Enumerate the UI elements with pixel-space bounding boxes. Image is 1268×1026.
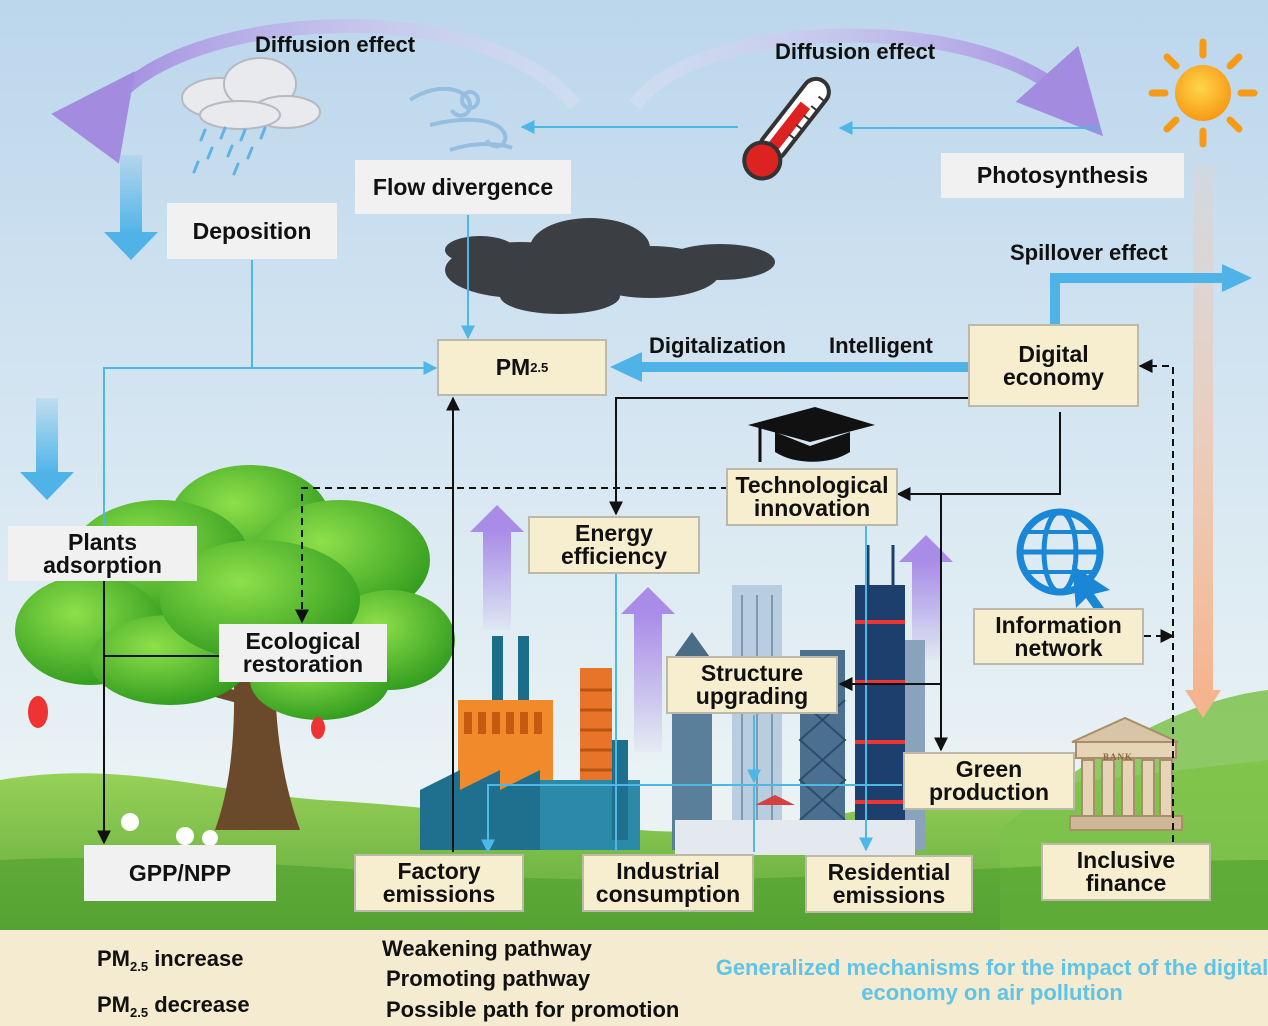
digitalization-label: Digitalization [649, 333, 786, 358]
diffusion-arc-left [51, 19, 581, 164]
legend-decrease-pm: PM [97, 992, 130, 1017]
city-skyline-icon [672, 545, 925, 855]
legend-decrease: PM2.5 decrease [97, 992, 250, 1020]
industrial-consumption-box: Industrial consumption [582, 854, 754, 912]
legend-possible: Possible path for promotion [386, 997, 680, 1022]
rain-cloud-icon [181, 57, 321, 176]
bank-sign: BANK [1103, 752, 1134, 762]
factory-emissions-box: Factory emissions [354, 854, 524, 912]
diffusion-effect-left-label: Diffusion effect [255, 32, 416, 57]
intelligent-label: Intelligent [829, 333, 933, 358]
flow-divergence-box: Flow divergence [355, 160, 571, 214]
pm25-label: PM [495, 354, 531, 380]
legend-promoting: Promoting pathway [386, 966, 591, 991]
technological-innovation-box: Technological innovation [726, 468, 898, 526]
gpp-npp-box: GPP/NPP [84, 845, 276, 901]
spillover-arrow [1050, 264, 1252, 325]
legend-increase: PM2.5 increase [97, 946, 243, 974]
possible-pathways [295, 359, 1175, 842]
graduation-cap-icon [748, 407, 875, 462]
sun-icon [1148, 38, 1258, 148]
digitalization-arrow [610, 352, 970, 382]
residential-emissions-box: Residential emissions [805, 855, 973, 913]
diffusion-effect-right-label: Diffusion effect [775, 39, 936, 64]
structure-upgrading-box: Structure upgrading [666, 656, 838, 714]
legend-panel [0, 930, 1268, 1026]
legend-weakening: Weakening pathway [382, 936, 592, 961]
green-production-box: Green production [903, 752, 1075, 810]
spillover-effect-label: Spillover effect [1010, 240, 1168, 265]
pm-decrease-arrow-deposition [104, 155, 158, 260]
bank-building-icon [1069, 716, 1183, 831]
plants-adsorption-box: Plants adsorption [8, 526, 197, 581]
pm-increase-arrow-industrial [621, 587, 675, 752]
weakening-pathways [103, 120, 1100, 854]
information-network-box: Information network [973, 608, 1144, 665]
pm-decrease-arrow-plants [20, 398, 74, 500]
pm25-subscript: 2.5 [530, 360, 549, 375]
photosynthesis-down-arrow [1185, 165, 1221, 718]
pm-increase-arrow-factory [470, 505, 524, 630]
inclusive-finance-box: Inclusive finance [1041, 843, 1211, 901]
thermometer-icon [742, 76, 831, 181]
flowers-icon [28, 696, 325, 846]
legend-increase-sub: 2.5 [130, 959, 149, 974]
photosynthesis-box: Photosynthesis [941, 153, 1184, 198]
energy-efficiency-box: Energy efficiency [528, 516, 700, 574]
legend-increase-text: increase [148, 946, 244, 971]
legend-decrease-sub: 2.5 [130, 1005, 149, 1020]
diffusion-arc-right [629, 28, 1104, 137]
diagram-caption: Generalized mechanisms for the impact of… [715, 955, 1268, 1005]
legend-decrease-text: decrease [148, 992, 250, 1017]
promoting-pathways [97, 396, 1061, 852]
deposition-box: Deposition [167, 203, 337, 259]
digital-economy-box: Digital economy [968, 324, 1139, 407]
dark-smog-cloud-icon [445, 218, 775, 314]
legend-increase-pm: PM [97, 946, 130, 971]
globe-network-icon [1016, 508, 1110, 612]
ecological-restoration-box: Ecological restoration [219, 624, 387, 682]
wind-swirl-icon [408, 86, 513, 152]
